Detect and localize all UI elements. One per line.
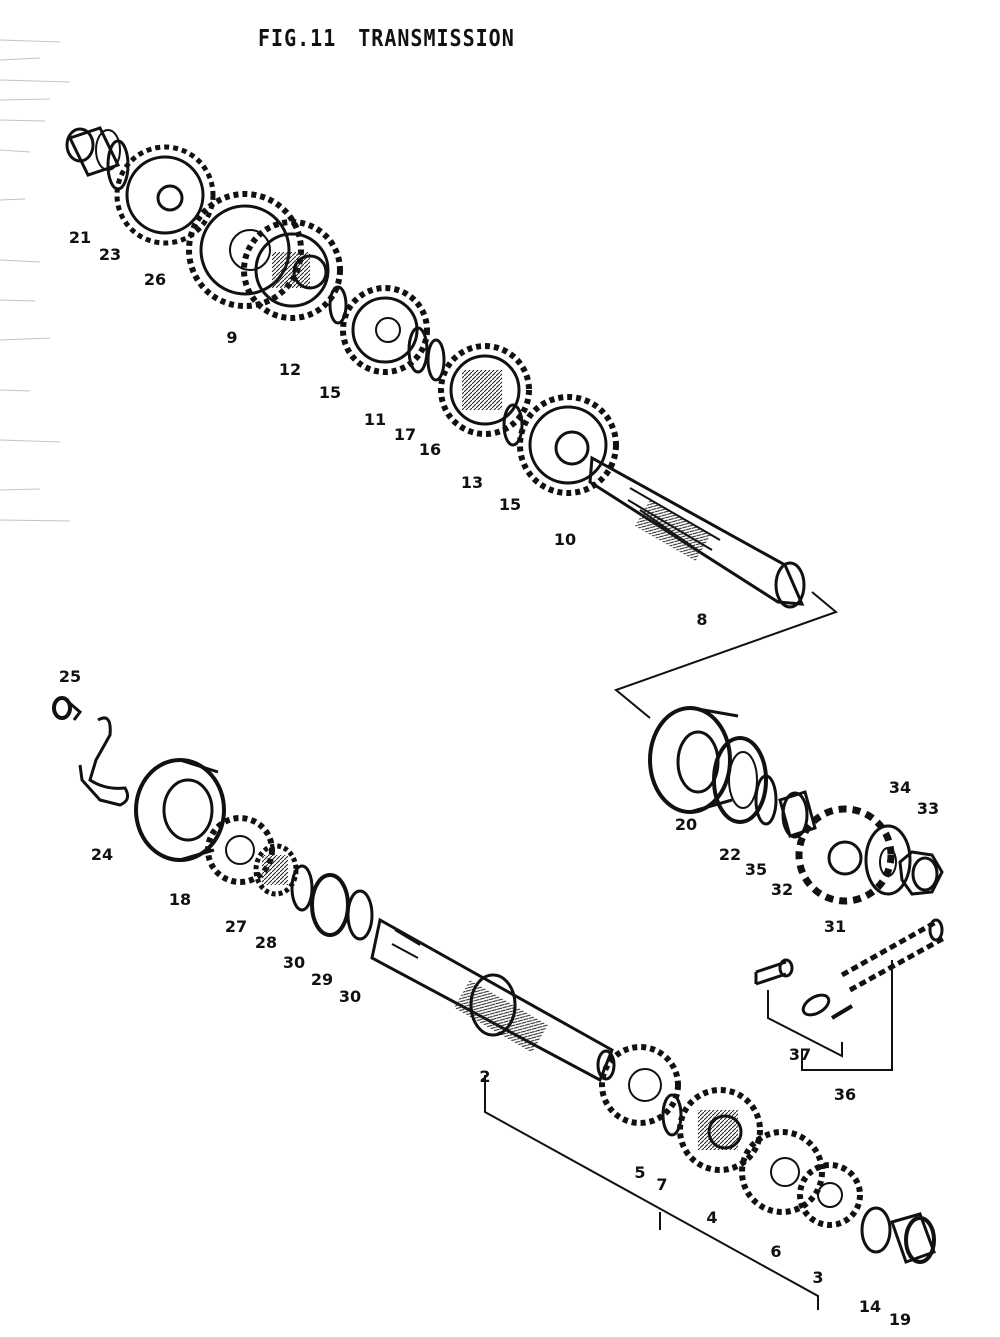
- part-label: 15: [499, 495, 521, 514]
- output-part-36: [840, 918, 946, 993]
- scan-noise: [0, 39, 71, 522]
- output-part-34: [864, 824, 912, 896]
- driveshaft-part-24: [78, 716, 130, 807]
- countershaft-part-16: [426, 338, 446, 382]
- countershaft-part-10: [517, 394, 619, 496]
- part-label: 21: [69, 228, 91, 247]
- part-label: 11: [364, 410, 386, 429]
- driveshaft-part-6: [739, 1129, 825, 1215]
- part-label: 4: [706, 1208, 717, 1227]
- driveshaft-part-18: [134, 758, 226, 862]
- part-label: 33: [917, 799, 939, 818]
- countershaft-part-12: [241, 219, 343, 321]
- figure-number: FIG.11: [258, 24, 337, 52]
- part-label: 26: [144, 270, 166, 289]
- countershaft-part-17: [407, 326, 429, 374]
- part-label: 37: [789, 1045, 811, 1064]
- part-label: 3: [812, 1268, 823, 1287]
- countershaft-part-21: [65, 126, 121, 177]
- group-bracket-1: [484, 1075, 819, 1310]
- part-label: 24: [91, 845, 113, 864]
- part-label: 31: [824, 917, 846, 936]
- driveshaft-part-30a: [290, 864, 314, 912]
- part-label: 36: [834, 1085, 856, 1104]
- part-label: 6: [770, 1242, 781, 1261]
- part-label: 35: [745, 860, 767, 879]
- output-part-22: [712, 736, 768, 824]
- part-label: 8: [696, 610, 707, 629]
- driveshaft-assembly: [52, 696, 946, 1310]
- driveshaft-part-3: [797, 1162, 863, 1228]
- group-bracket-37: [767, 990, 843, 1058]
- part-label: 12: [279, 360, 301, 379]
- output-part-35: [754, 774, 778, 826]
- countershaft-part-9: [186, 191, 304, 309]
- part-label: 20: [675, 815, 697, 834]
- figure-name: TRANSMISSION: [358, 24, 515, 52]
- part-labels: 21 23 26 9 12 15 11 17 16 13 15 10 8 25 …: [59, 228, 939, 1329]
- part-label: 16: [419, 440, 441, 459]
- part-label: 15: [319, 383, 341, 402]
- part-label: 18: [169, 890, 191, 909]
- part-label: 23: [99, 245, 121, 264]
- part-label: 34: [889, 778, 911, 797]
- part-label: 10: [554, 530, 576, 549]
- part-label: 7: [656, 1175, 667, 1194]
- figure-title: FIG.11 TRANSMISSION: [258, 24, 537, 52]
- part-label: 2: [479, 1067, 490, 1086]
- countershaft-part-15a: [328, 285, 348, 325]
- part-label: 19: [889, 1310, 911, 1329]
- driveshaft-part-30b: [346, 889, 374, 941]
- output-part-33: [898, 850, 944, 896]
- driveshaft-part-14: [860, 1206, 892, 1254]
- part-label: 25: [59, 667, 81, 686]
- driveshaft-part-27: [205, 815, 275, 885]
- output-part-31: [795, 805, 895, 905]
- group-bracket-36: [801, 960, 893, 1071]
- countershaft-part-26: [114, 144, 216, 246]
- guide-line-shaft-to-bearing: [613, 591, 838, 719]
- driveshaft-part-2: [370, 917, 616, 1083]
- countershaft-part-8: [588, 455, 806, 609]
- driveshaft-part-19: [890, 1212, 936, 1264]
- driveshaft-part-4: [677, 1087, 763, 1173]
- part-label: 14: [859, 1297, 881, 1316]
- driveshaft-part-7: [661, 1093, 683, 1137]
- part-label: 9: [226, 328, 237, 347]
- part-label: 5: [634, 1163, 645, 1182]
- part-label: 27: [225, 917, 247, 936]
- driveshaft-part-5: [599, 1044, 681, 1126]
- part-label: 17: [394, 425, 416, 444]
- driveshaft-part-28: [253, 843, 299, 897]
- countershaft-part-11: [340, 285, 430, 375]
- output-part-20: [648, 706, 739, 814]
- part-label: 13: [461, 473, 483, 492]
- part-label: 29: [311, 970, 333, 989]
- output-part-32: [778, 790, 817, 839]
- output-part-37: [754, 958, 854, 1020]
- countershaft-part-13: [438, 343, 532, 437]
- driveshaft-part-29: [310, 873, 350, 937]
- part-label: 30: [339, 987, 361, 1006]
- countershaft-assembly: [65, 126, 838, 719]
- part-label: 28: [255, 933, 277, 952]
- part-label: 22: [719, 845, 741, 864]
- part-label: 32: [771, 880, 793, 899]
- driveshaft-part-25: [52, 696, 83, 721]
- countershaft-part-15b: [502, 403, 524, 447]
- part-label: 30: [283, 953, 305, 972]
